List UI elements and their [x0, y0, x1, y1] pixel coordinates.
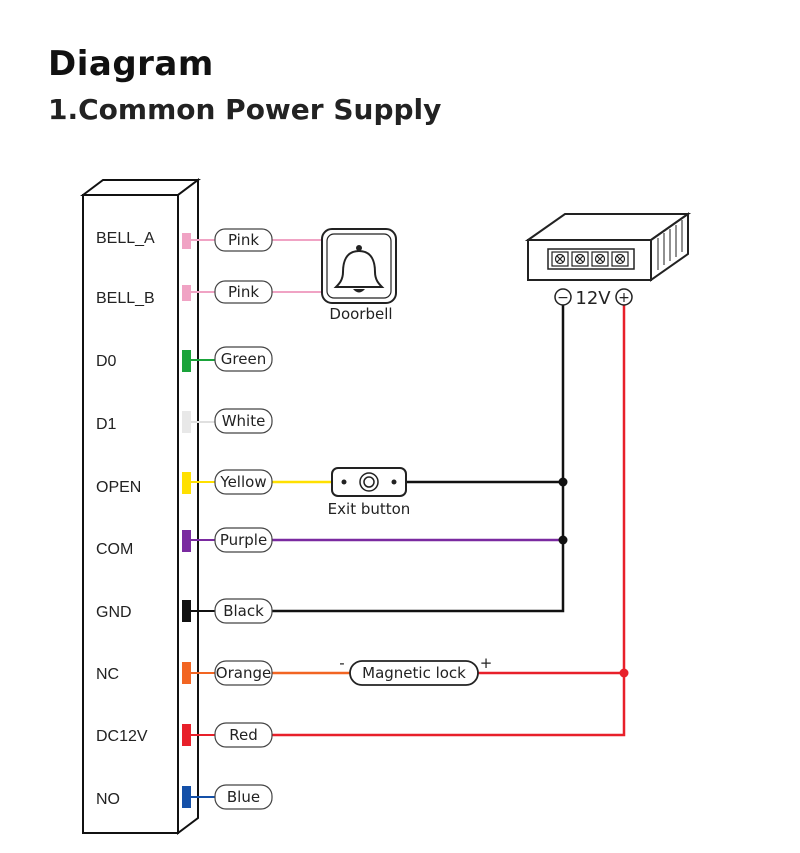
wire-tag-label: Pink [228, 283, 259, 301]
wire-tag [214, 228, 273, 252]
terminal-label: COM [96, 541, 133, 558]
wire-tag-label: Blue [227, 788, 260, 806]
wires [272, 239, 629, 737]
screw-terminal-icon [551, 251, 629, 267]
junction-dot [619, 668, 629, 678]
terminals: BELL_A Pink BELL_B Pink D0 Green D1 [96, 228, 273, 810]
wire-tag-label: Green [221, 350, 266, 368]
exit-button: Exit button [328, 467, 411, 518]
terminal-bell-b: BELL_B Pink [96, 280, 273, 307]
connector-tab [182, 472, 191, 494]
connector-tab [182, 350, 191, 372]
psu-plus-label: + [618, 290, 630, 306]
connector-tab [182, 530, 191, 552]
wire-tag [214, 527, 273, 553]
junction-dot [558, 535, 568, 545]
page-subtitle: 1.Common Power Supply [48, 93, 442, 126]
terminal-label: D0 [96, 353, 117, 370]
connector-tab [182, 411, 191, 433]
connector-tab [182, 662, 191, 684]
wire-tag [214, 598, 273, 624]
wire-tag-label: White [222, 412, 266, 430]
connector-tab [182, 786, 191, 808]
wire-tag-label: Red [229, 726, 258, 744]
wire-tag-label: Purple [220, 531, 267, 549]
lock-plus-label: + [480, 654, 493, 672]
wire-tag-label: Orange [216, 664, 271, 682]
psu-minus-terminal [554, 288, 572, 306]
terminal-open: OPEN Yellow [96, 469, 273, 496]
page-title: Diagram [48, 44, 214, 84]
bell-icon [333, 245, 385, 293]
terminal-label: BELL_A [96, 230, 155, 247]
terminal-gnd: GND Black [96, 598, 273, 624]
magnetic-lock: Magnetic lock - + [339, 654, 493, 686]
terminal-com: COM Purple [96, 527, 273, 558]
vent-lines [657, 220, 683, 270]
terminal-label: OPEN [96, 479, 141, 496]
junction-dot [558, 477, 568, 487]
wire-tag [214, 469, 273, 495]
wire-tag [214, 660, 273, 686]
doorbell-label: Doorbell [329, 305, 392, 323]
terminal-d1: D1 White [96, 408, 273, 434]
terminal-label: GND [96, 604, 132, 621]
wire-tag [214, 722, 273, 748]
terminal-nc: NC Orange [96, 660, 273, 686]
terminal-dc12v: DC12V Red [96, 722, 273, 748]
terminal-d0: D0 Green [96, 346, 273, 372]
power-supply: − 12V + [524, 212, 692, 309]
terminal-label: NC [96, 666, 119, 683]
terminal-label: NO [96, 791, 120, 808]
exit-button-label: Exit button [328, 500, 411, 518]
terminal-no: NO Blue [96, 784, 273, 810]
wire-tag-label: Yellow [219, 473, 266, 491]
connector-tab [182, 285, 191, 301]
terminal-bell-a: BELL_A Pink [96, 228, 273, 252]
terminal-label: BELL_B [96, 290, 155, 307]
doorbell: Doorbell [321, 228, 397, 323]
wire-tag [214, 280, 273, 304]
connector-tab [182, 233, 191, 249]
psu-plus-terminal [615, 288, 633, 306]
wire-tag [214, 408, 273, 434]
wire-tag-label: Pink [228, 231, 259, 249]
wire-tag [214, 346, 273, 372]
connector-tab [182, 600, 191, 622]
wire-gnd-black [272, 298, 565, 613]
magnetic-lock-label: Magnetic lock [362, 664, 466, 682]
terminal-label: DC12V [96, 728, 148, 745]
psu-voltage-label: 12V [575, 288, 611, 309]
lock-minus-label: - [339, 654, 344, 672]
terminal-label: D1 [96, 416, 117, 433]
wire-tag [214, 784, 273, 810]
connector-tab [182, 724, 191, 746]
psu-minus-label: − [557, 290, 569, 306]
wire-dc12v-red [272, 298, 626, 737]
wire-tag-label: Black [223, 602, 264, 620]
